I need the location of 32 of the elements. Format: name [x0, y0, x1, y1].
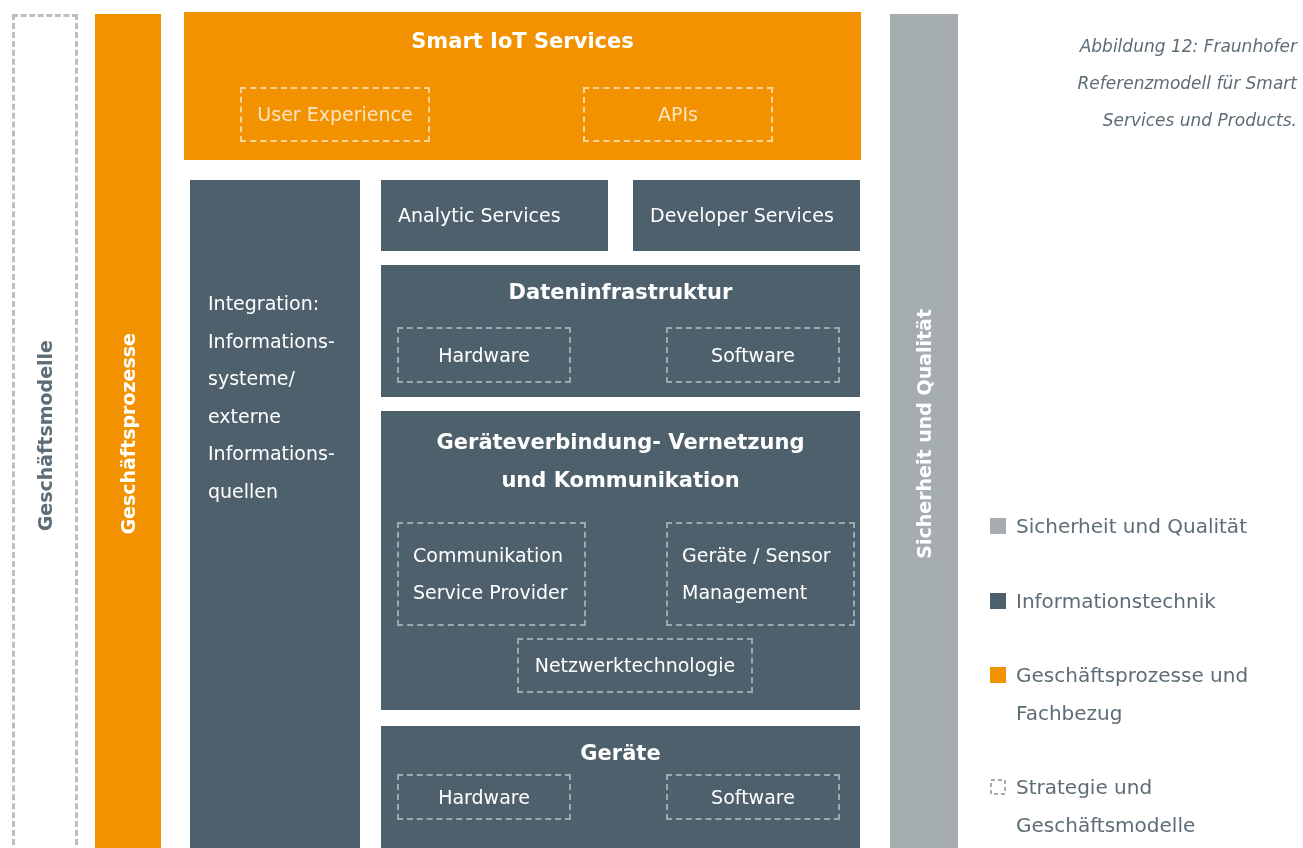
component-box: Hardware: [397, 327, 571, 383]
component-box: Communikation Service Provider: [397, 522, 586, 626]
component-box: Hardware: [397, 774, 571, 820]
legend-label: Geschäftsprozesse und Fachbezug: [1016, 662, 1250, 727]
legend-label: Sicherheit und Qualität: [1016, 513, 1247, 540]
component-box: Netzwerktechnologie: [517, 638, 753, 693]
layer-panel: [184, 12, 861, 160]
layer-panel: [381, 265, 860, 397]
service-box: Analytic Services: [381, 180, 608, 251]
band-label: Geschäftsmodelle: [34, 339, 56, 532]
layer-panel: [381, 726, 860, 848]
component-box: Geräte / Sensor Management: [666, 522, 855, 626]
figure-caption: Abbildung 12: Fraunhofer Referenzmodell für Smart Services und Products.: [1076, 35, 1297, 132]
layer-title: Geräteverbindung- Vernetzung und Kommunikation: [435, 429, 806, 494]
layer-title: Smart IoT Services: [410, 28, 635, 55]
layer-panel: [381, 411, 860, 710]
side-band: [890, 14, 958, 848]
side-band: [95, 14, 161, 848]
component-box: User Experience: [240, 87, 430, 142]
legend-label: Informationstechnik: [1016, 588, 1216, 615]
module-panel: [190, 180, 360, 848]
service-box: Developer Services: [633, 180, 860, 251]
layer-title: Dateninfrastruktur: [507, 279, 734, 306]
component-box: APIs: [583, 87, 773, 142]
legend-label: Strategie und Geschäftsmodelle: [1016, 774, 1197, 839]
component-box: Software: [666, 774, 840, 820]
band-label: Geschäftsprozesse: [117, 333, 139, 535]
module-label: Integration: Informations- systeme/ externe Informations- quellen: [208, 291, 333, 504]
band-label: Sicherheit und Qualität: [913, 309, 935, 559]
side-band: [12, 14, 78, 848]
component-box: Software: [666, 327, 840, 383]
layer-title: Geräte: [579, 740, 662, 767]
